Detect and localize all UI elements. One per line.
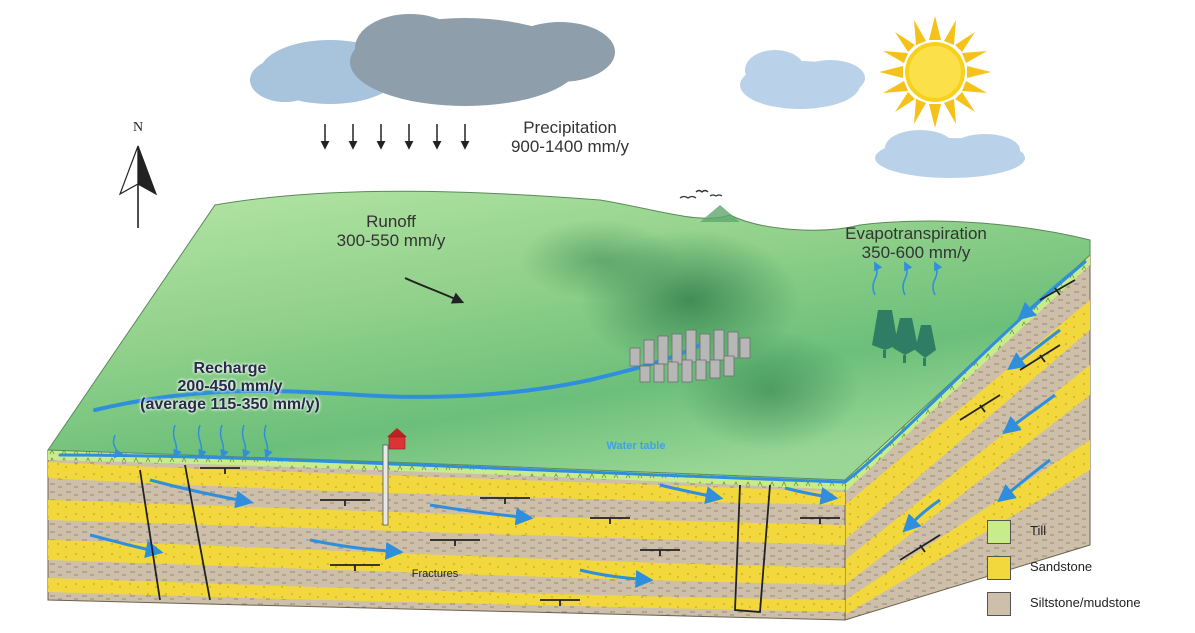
legend-siltstone-swatch: [987, 592, 1011, 616]
precipitation-label: Precipitation 900-1400 mm/y: [470, 118, 670, 156]
recharge-average: (average 115-350 mm/y): [140, 395, 320, 413]
groundwater-flow-arrows: [89, 268, 1076, 589]
north-arrow-icon: [118, 145, 158, 228]
trees-icon: [872, 310, 936, 366]
runoff-title: Runoff: [366, 212, 416, 231]
precipitation-value: 900-1400 mm/y: [510, 137, 630, 157]
precipitation-arrows: [320, 124, 470, 150]
legend-siltstone-label: Siltstone/mudstone: [1030, 595, 1141, 610]
birds-icon: [679, 189, 723, 199]
cloud-icon: [875, 130, 1025, 178]
fractures-label: Fractures: [411, 568, 459, 580]
recharge-arrows: [112, 424, 273, 459]
recharge-label: Recharge 200-450 mm/y (average 115-350 m…: [95, 360, 365, 414]
fractures: [139, 279, 1076, 613]
legend-sandstone-swatch: [987, 556, 1011, 580]
town-icon: [629, 329, 751, 383]
evapotranspiration-arrows: [872, 261, 943, 296]
evapotranspiration-value: 350-600 mm/y: [861, 243, 971, 263]
recharge-title: Recharge: [193, 360, 267, 377]
sun-icon: [879, 16, 991, 128]
legend-sandstone-label: Sandstone: [1030, 559, 1093, 574]
runoff-arrow: [404, 277, 465, 304]
cloud-icon: [250, 14, 615, 106]
recharge-value: 200-450 mm/y: [177, 377, 283, 395]
evapotranspiration-title: Evapotranspiration: [845, 224, 987, 243]
precipitation-title: Precipitation: [523, 118, 617, 137]
runoff-value: 300-550 mm/y: [336, 231, 446, 251]
runoff-label: Runoff 300-550 mm/y: [316, 212, 466, 250]
well-icon: [382, 444, 389, 526]
terrain-surface: [47, 190, 1091, 481]
north-label: N: [132, 120, 144, 135]
house-icon: [387, 428, 407, 450]
legend-till-swatch: [987, 520, 1011, 544]
legend-till-label: Till: [1030, 523, 1047, 538]
cloud-icon: [740, 50, 865, 109]
water-table-label: Water table: [606, 440, 666, 452]
evapotranspiration-label: Evapotranspiration 350-600 mm/y: [816, 224, 1016, 262]
